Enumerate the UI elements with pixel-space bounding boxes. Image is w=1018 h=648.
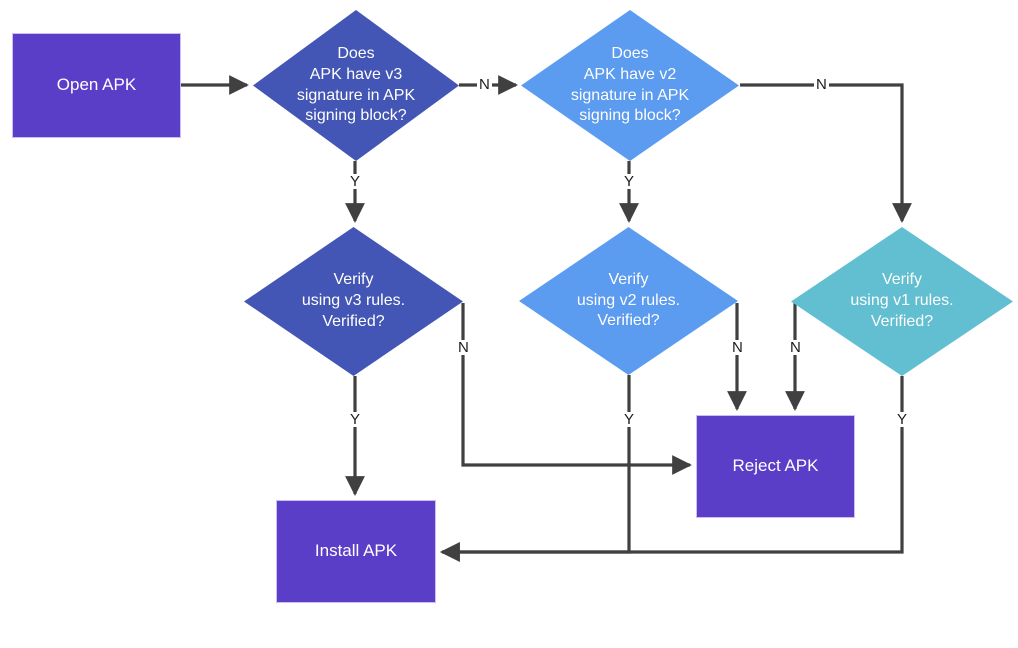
- diamond-shape: [244, 227, 463, 376]
- diamond-shape: [521, 10, 739, 161]
- node-open-apk[interactable]: Open APK: [12, 33, 181, 138]
- edge-label-hasv3-n: N: [477, 76, 492, 93]
- edge-label-verifyv3-y: Y: [348, 411, 363, 428]
- node-has-v3-signature[interactable]: Does APK have v3 signature in APK signin…: [253, 10, 459, 161]
- node-open-apk-label: Open APK: [56, 75, 137, 95]
- edge-hasv2-n-to-verifyv1: [740, 83, 912, 223]
- node-verify-v2-rules[interactable]: Verify using v2 rules. Verified?: [519, 227, 738, 375]
- node-verify-v1-rules[interactable]: Verify using v1 rules. Verified?: [791, 227, 1013, 376]
- edge-label-verifyv1-n: N: [788, 339, 803, 356]
- edge-label-verifyv2-n: N: [730, 339, 745, 356]
- edge-verifyv1-y-to-install: [440, 376, 904, 562]
- node-has-v2-signature[interactable]: Does APK have v2 signature in APK signin…: [521, 10, 739, 161]
- node-reject-apk-label: Reject APK: [732, 456, 819, 476]
- diamond-shape: [791, 227, 1013, 376]
- edge-label-hasv3-y: Y: [348, 173, 363, 190]
- node-verify-v3-rules[interactable]: Verify using v3 rules. Verified?: [244, 227, 463, 376]
- edge-label-hasv2-n: N: [814, 76, 829, 93]
- diamond-shape: [519, 227, 738, 375]
- edge-label-hasv2-y: Y: [622, 173, 637, 190]
- edge-label-verifyv1-y: Y: [895, 411, 910, 428]
- node-install-apk[interactable]: Install APK: [276, 500, 436, 603]
- edge-label-verifyv2-y: Y: [622, 411, 637, 428]
- node-reject-apk[interactable]: Reject APK: [696, 415, 855, 518]
- edge-verifyv3-n-to-reject: [461, 303, 692, 475]
- diamond-shape: [253, 10, 459, 161]
- edge-label-verifyv3-n: N: [456, 339, 471, 356]
- node-install-apk-label: Install APK: [314, 541, 398, 561]
